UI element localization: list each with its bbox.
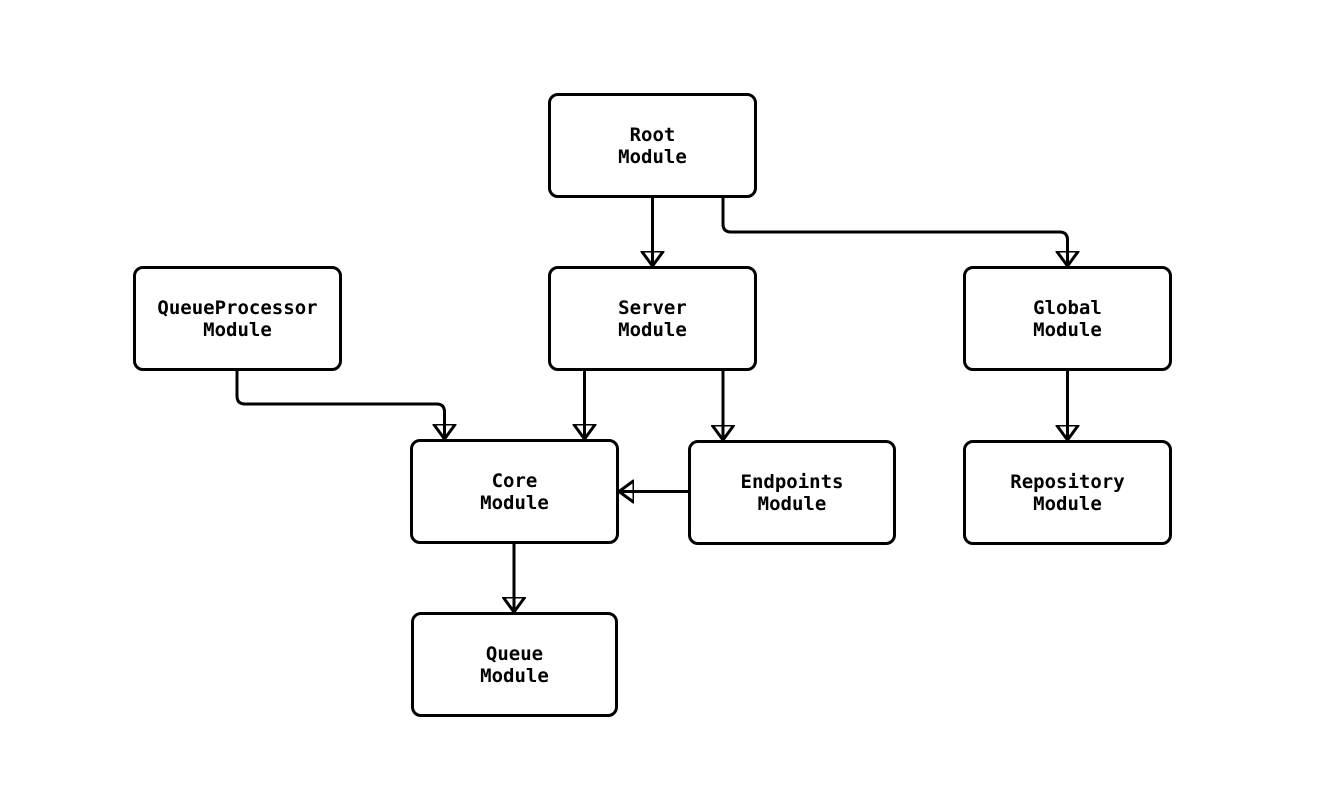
node-label-line: Endpoints bbox=[740, 470, 844, 493]
node-label-line: QueueProcessor bbox=[157, 296, 318, 319]
node-root-module: Root Module bbox=[548, 93, 757, 198]
node-label-line: Repository bbox=[1010, 470, 1125, 493]
node-label-line: Module bbox=[618, 318, 687, 341]
node-label-line: Module bbox=[203, 318, 272, 341]
node-label-line: Core bbox=[491, 469, 538, 492]
node-label-line: Queue bbox=[485, 642, 544, 665]
node-label-line: Module bbox=[1033, 318, 1102, 341]
node-global-module: Global Module bbox=[963, 266, 1172, 371]
node-queue-module: Queue Module bbox=[411, 612, 618, 717]
edge-root-to-global bbox=[721, 198, 1068, 266]
node-label-line: Module bbox=[1033, 492, 1102, 515]
node-label-line: Module bbox=[618, 145, 687, 168]
node-endpoints-module: Endpoints Module bbox=[688, 440, 896, 545]
node-label-line: Server bbox=[618, 296, 687, 319]
node-server-module: Server Module bbox=[548, 266, 757, 371]
node-label-line: Module bbox=[757, 492, 827, 515]
node-repository-module: Repository Module bbox=[963, 440, 1172, 545]
node-label-line: Module bbox=[480, 664, 549, 687]
node-core-module: Core Module bbox=[410, 439, 619, 544]
node-queueprocessor-module: QueueProcessor Module bbox=[133, 266, 342, 371]
node-label-line: Module bbox=[480, 491, 549, 514]
node-label-line: Global bbox=[1033, 296, 1102, 319]
edge-queueprocessor-to-core bbox=[235, 371, 445, 439]
node-label-line: Root bbox=[629, 123, 676, 146]
